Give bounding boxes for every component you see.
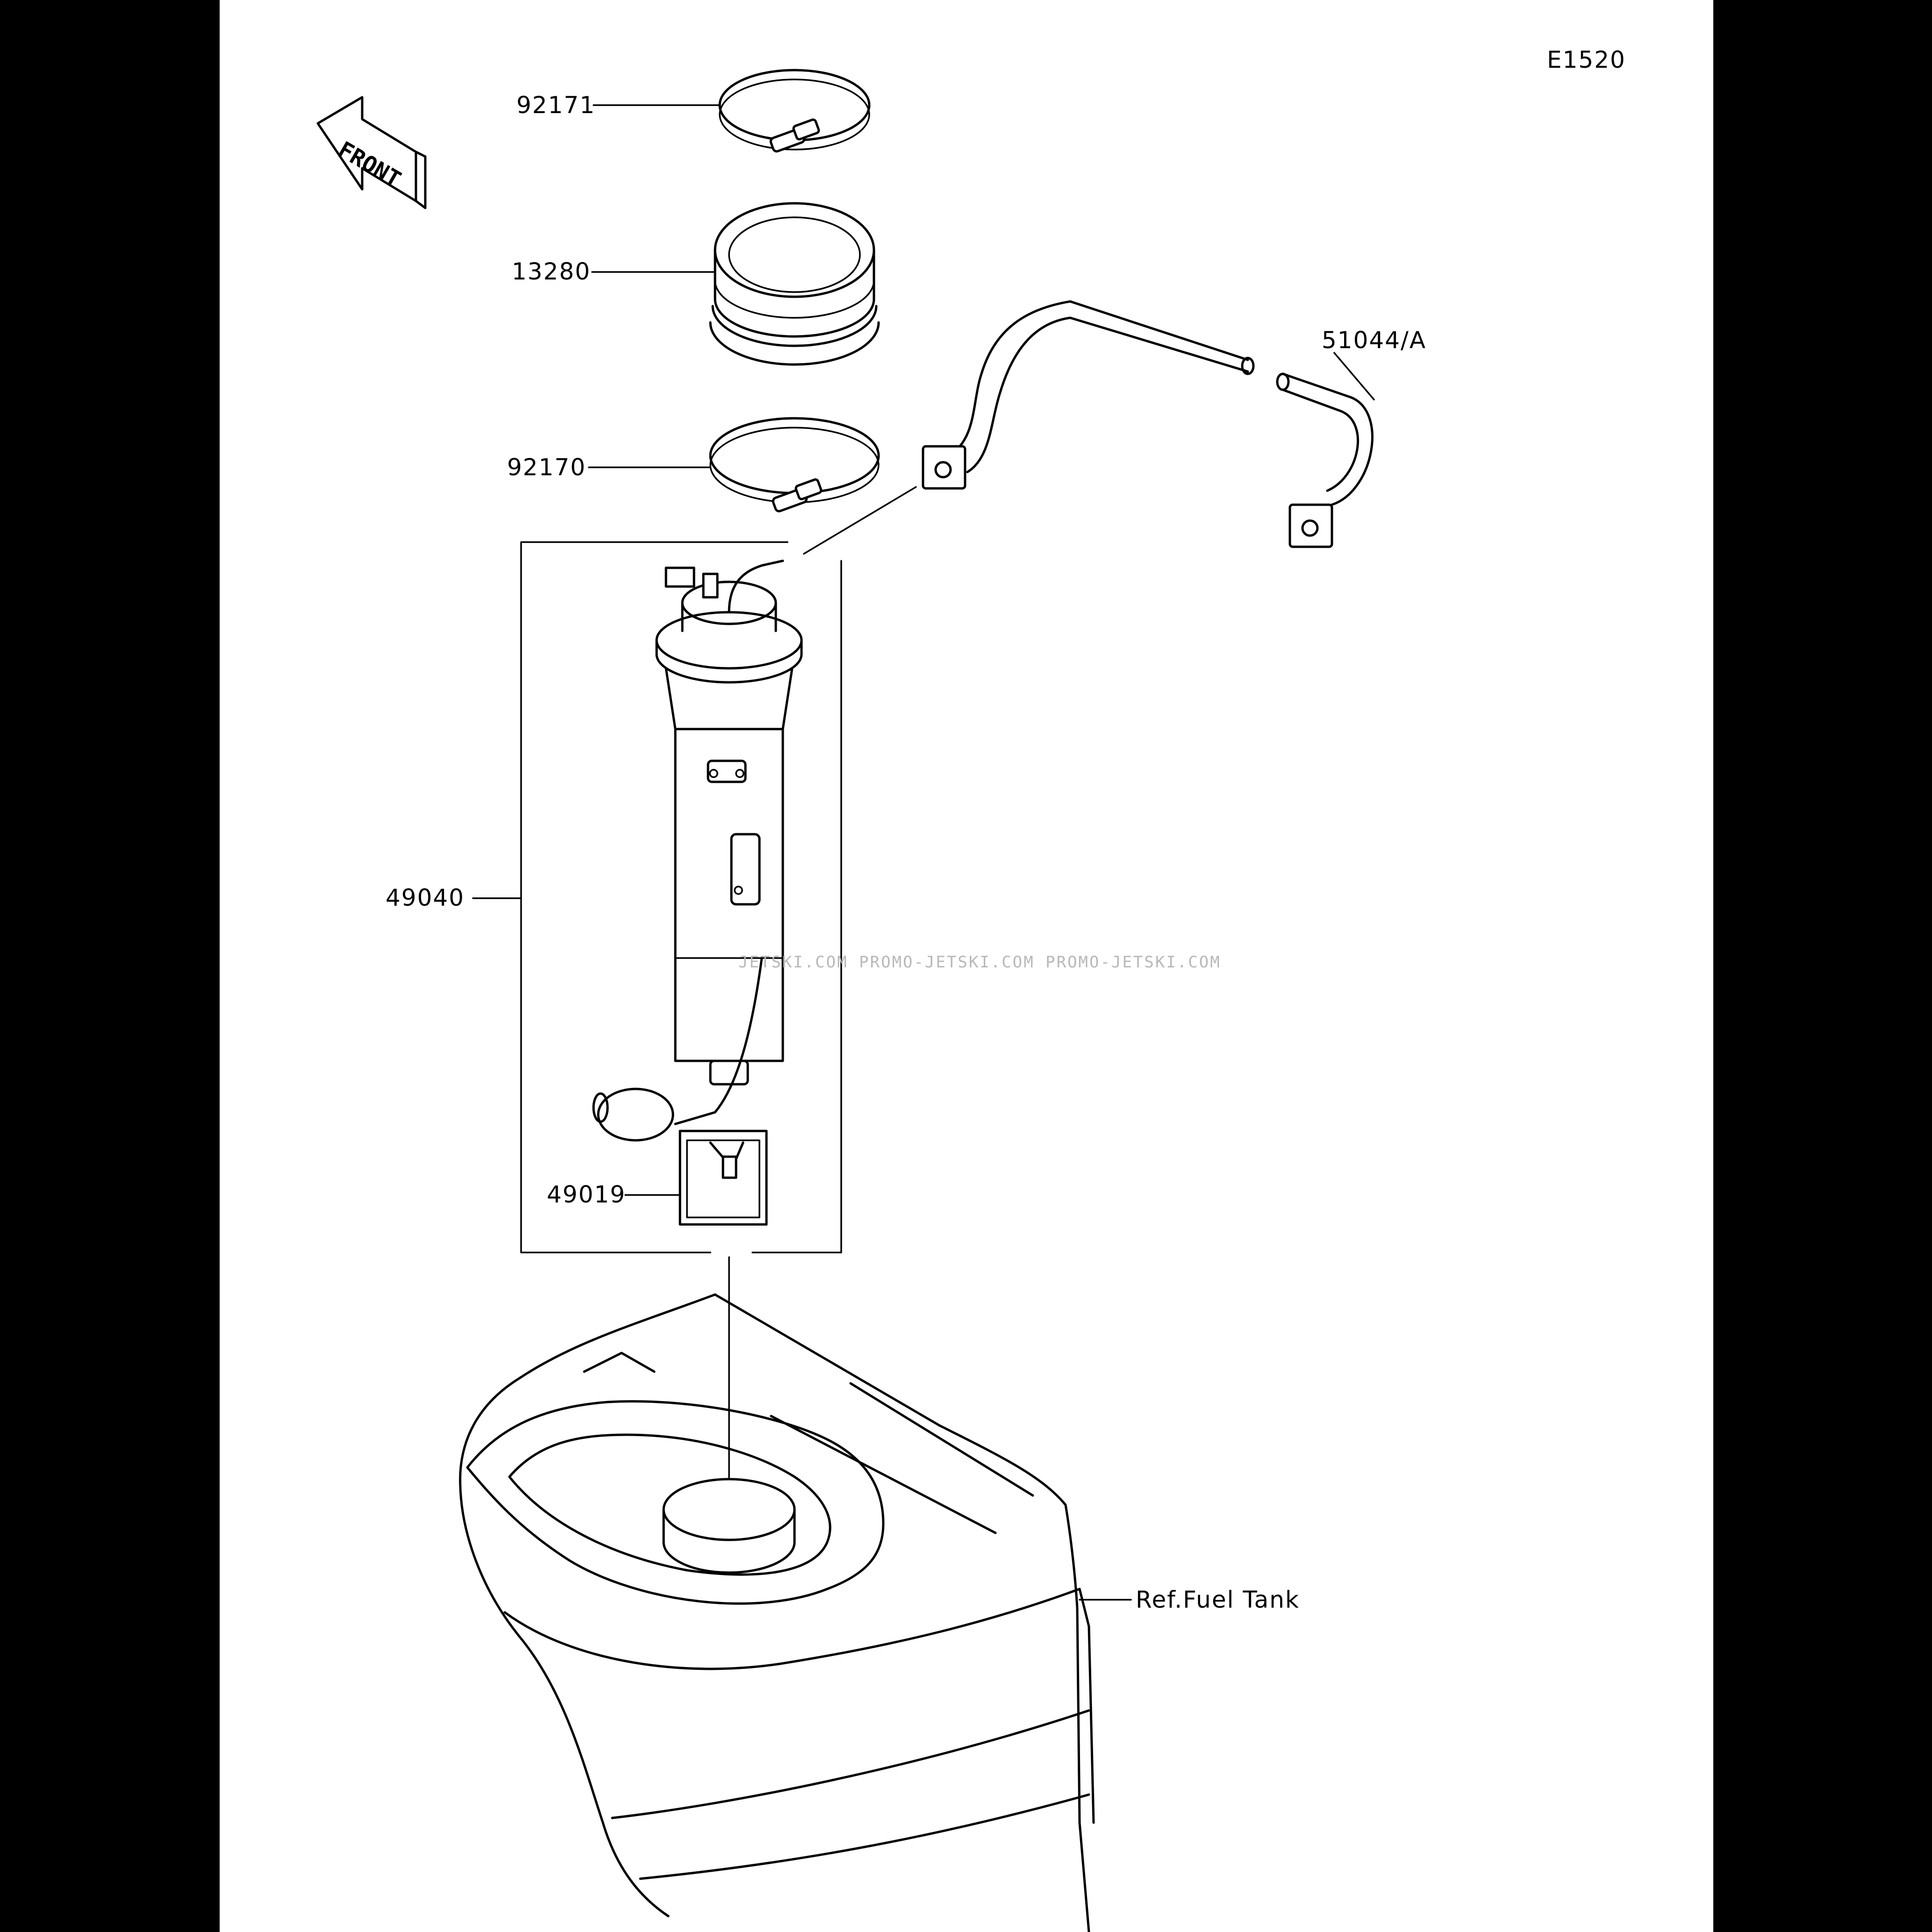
part-label-92171: 92171 (516, 92, 595, 119)
fuel-hose (922, 300, 1374, 548)
diagram-code: E1520 (1547, 46, 1626, 73)
part-label-49019: 49019 (547, 1181, 626, 1208)
clamp-bottom (709, 417, 880, 513)
part-label-49040: 49040 (386, 884, 465, 911)
part-label-13280: 13280 (512, 258, 591, 285)
fuel-tank (459, 1293, 1095, 1932)
part-label-51044a: 51044/A (1322, 327, 1426, 354)
diagram-sheet: E1520 FRONT 92171 13280 92170 (220, 0, 1713, 1932)
part-label-92170: 92170 (507, 454, 586, 481)
front-arrow-icon: FRONT (316, 96, 427, 209)
parts-diagram: E1520 FRONT 92171 13280 92170 (316, 46, 1626, 1932)
seal-ring (709, 202, 880, 366)
part-label-fuel-tank: Ref.Fuel Tank (1136, 1586, 1300, 1613)
filter (679, 1130, 768, 1226)
watermark: JETSKI.COM PROMO-JETSKI.COM PROMO-JETSKI… (738, 953, 1221, 972)
clamp-top (718, 69, 871, 153)
fuel-pump (592, 559, 803, 1142)
